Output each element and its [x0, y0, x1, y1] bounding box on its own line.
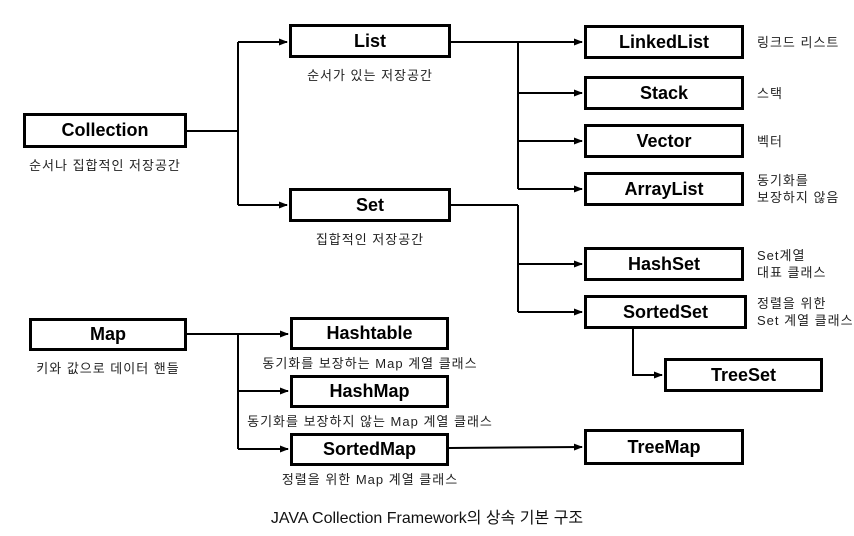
edge-sortedset-treeset [632, 329, 663, 379]
node-map-label: Map [90, 324, 126, 344]
node-treemap-label: TreeMap [627, 436, 701, 457]
node-sortedset-side-note: 정렬을 위한 Set 계열 클래스 [757, 296, 854, 328]
node-treeset-label: TreeSet [710, 364, 777, 385]
node-collection: Collection [23, 113, 187, 148]
node-arraylist: ArrayList [584, 172, 744, 206]
node-list-description: 순서가 있는 저장공간 [307, 68, 433, 83]
node-map: Map [29, 318, 187, 351]
node-hashset-side-note: Set계열 대표 클래스 [757, 248, 827, 280]
node-hashmap-label: HashMap [329, 381, 410, 401]
node-collection-description: 순서나 집합적인 저장공간 [29, 158, 181, 173]
node-linkedlist-label: LinkedList [618, 31, 709, 52]
node-hashtable: Hashtable [290, 317, 449, 350]
node-set-description: 집합적인 저장공간 [315, 232, 425, 247]
node-treeset: TreeSet [664, 358, 823, 392]
node-stack-side-note: 스택 [757, 86, 783, 101]
node-arraylist-side-note: 동기화를 보장하지 않음 [757, 173, 840, 205]
node-list-label: List [353, 30, 386, 51]
node-sortedset: SortedSet [584, 295, 747, 329]
node-map-description: 키와 값으로 데이터 핸들 [36, 361, 180, 376]
node-list: List [289, 24, 451, 58]
node-linkedlist-side-note: 링크드 리스트 [757, 35, 840, 50]
node-hashtable-label: Hashtable [326, 323, 413, 343]
node-set: Set [289, 188, 451, 222]
diagram-caption: JAVA Collection Framework의 상속 기본 구조 [270, 510, 584, 527]
node-collection-label: Collection [61, 120, 149, 140]
node-vector-label: Vector [636, 130, 692, 151]
node-sortedset-label: SortedSet [622, 301, 709, 322]
node-arraylist-label: ArrayList [624, 178, 704, 199]
node-set-label: Set [355, 194, 384, 215]
node-hashmap-description: 동기화를 보장하지 않는 Map 계열 클래스 [247, 414, 493, 429]
node-sortedmap: SortedMap [290, 433, 449, 466]
node-treemap: TreeMap [584, 429, 744, 465]
node-hashtable-description: 동기화를 보장하는 Map 계열 클래스 [262, 356, 478, 371]
edge-sortedmap-treemap [448, 443, 583, 451]
node-vector-side-note: 벡터 [757, 134, 783, 149]
node-hashmap: HashMap [290, 375, 449, 408]
node-sortedmap-label: SortedMap [322, 439, 416, 459]
node-vector: Vector [584, 124, 744, 158]
node-sortedmap-description: 정렬을 위한 Map 계열 클래스 [281, 472, 459, 487]
node-stack: Stack [584, 76, 744, 110]
node-stack-label: Stack [639, 82, 689, 103]
node-hashset-label: HashSet [627, 253, 701, 274]
node-hashset: HashSet [584, 247, 744, 281]
node-linkedlist: LinkedList [584, 25, 744, 59]
